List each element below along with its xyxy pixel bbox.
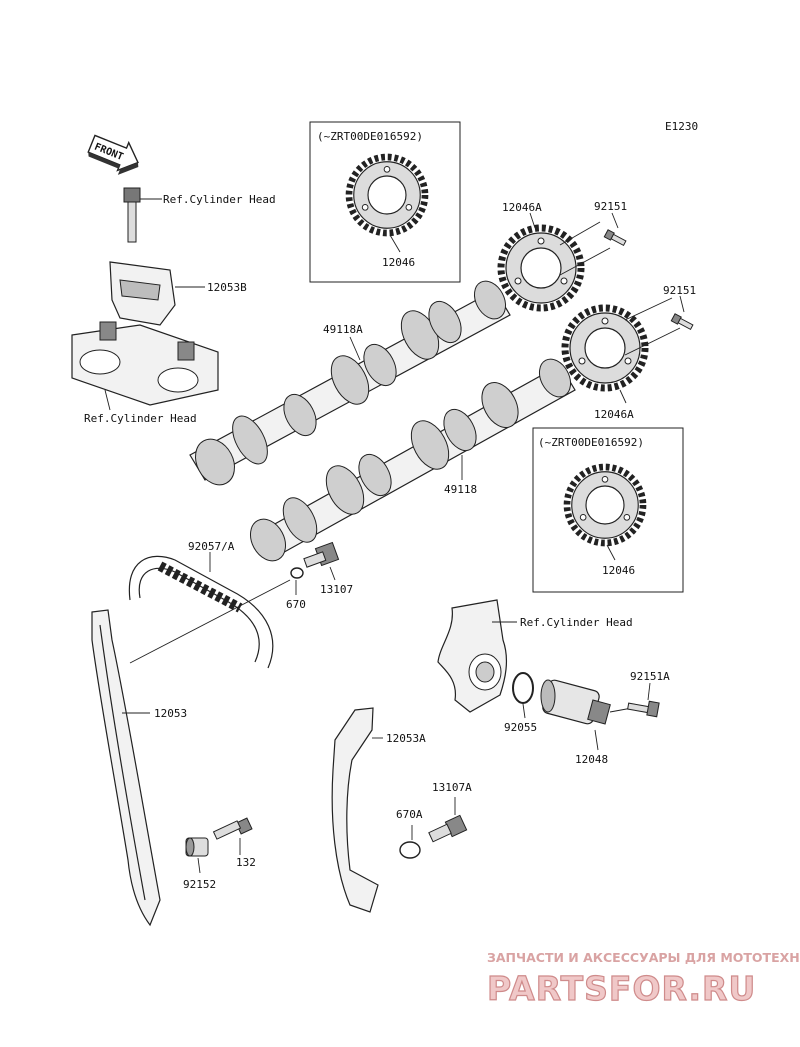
o-ring-670A [399, 841, 421, 859]
cam-cap-bracket [109, 261, 205, 326]
label-12048: 12048 [575, 753, 608, 766]
inset-top-title: (~ZRT00DE016592) [317, 130, 423, 143]
sprocket-icon [567, 467, 643, 543]
label-12053A: 12053A [386, 732, 426, 745]
chain-tensioner-12048 [540, 679, 633, 751]
collar-92152 [185, 837, 209, 874]
label-12053B: 12053B [207, 281, 247, 294]
cylinder-head-section [437, 599, 517, 713]
ref-cylinder-head-top: Ref.Cylinder Head [163, 193, 276, 206]
label-92152: 92152 [183, 878, 216, 891]
bolt-icon [670, 313, 695, 332]
gasket-92055 [512, 672, 534, 704]
cam-sprocket-lower-icon [565, 308, 645, 388]
label-92151-mid: 92151 [663, 284, 696, 297]
tensioner-bolt-92151A [627, 682, 660, 718]
label-13107: 13107 [320, 583, 353, 596]
label-49118: 49118 [444, 483, 477, 496]
camshaft-upper [189, 280, 511, 486]
tensioner-guide-12053A [331, 707, 383, 913]
camshaft-lower [249, 358, 576, 562]
label-92151-top: 92151 [594, 200, 627, 213]
cam-caps [71, 321, 219, 411]
pivot-bolt-13107A [428, 797, 468, 843]
label-132: 132 [236, 856, 256, 869]
sprocket-icon [349, 157, 425, 233]
inset-bottom-title: (~ZRT00DE016592) [538, 436, 644, 449]
label-670: 670 [286, 598, 306, 611]
ref-cylinder-head-right: Ref.Cylinder Head [520, 616, 633, 629]
label-12046A-top: 12046A [502, 201, 542, 214]
inset-box-top: (~ZRT00DE016592) 12046 [309, 121, 461, 283]
bolt-icon [603, 229, 628, 248]
pivot-bolt-13107 [303, 541, 340, 581]
label-12046A-bottom: 12046A [594, 408, 634, 421]
chain-guide-12053 [91, 609, 161, 927]
label-49118A: 49118A [323, 323, 363, 336]
guide-bolt-132 [212, 817, 253, 855]
front-arrow-icon: FRONT [87, 134, 139, 175]
label-670A: 670A [396, 808, 423, 821]
inset-top-part: 12046 [382, 256, 415, 269]
cylinder-head-bolt [123, 187, 162, 243]
o-ring-670 [290, 567, 304, 579]
inset-bottom-part: 12046 [602, 564, 635, 577]
diagram-code: E1230 [665, 120, 698, 133]
label-92057A: 92057/A [188, 540, 235, 553]
label-13107A: 13107A [432, 781, 472, 794]
label-92055: 92055 [504, 721, 537, 734]
ref-cylinder-head-left: Ref.Cylinder Head [84, 412, 197, 425]
inset-box-bottom: (~ZRT00DE016592) 12046 [532, 427, 684, 593]
label-92151A: 92151A [630, 670, 670, 683]
timing-chain [128, 552, 291, 669]
watermark-tagline: ЗАПЧАСТИ И АКСЕССУАРЫ ДЛЯ МОТОТЕХНИКИ [487, 950, 800, 965]
watermark-logo: PARTSFOR.RU [487, 969, 756, 1008]
label-12053: 12053 [154, 707, 187, 720]
